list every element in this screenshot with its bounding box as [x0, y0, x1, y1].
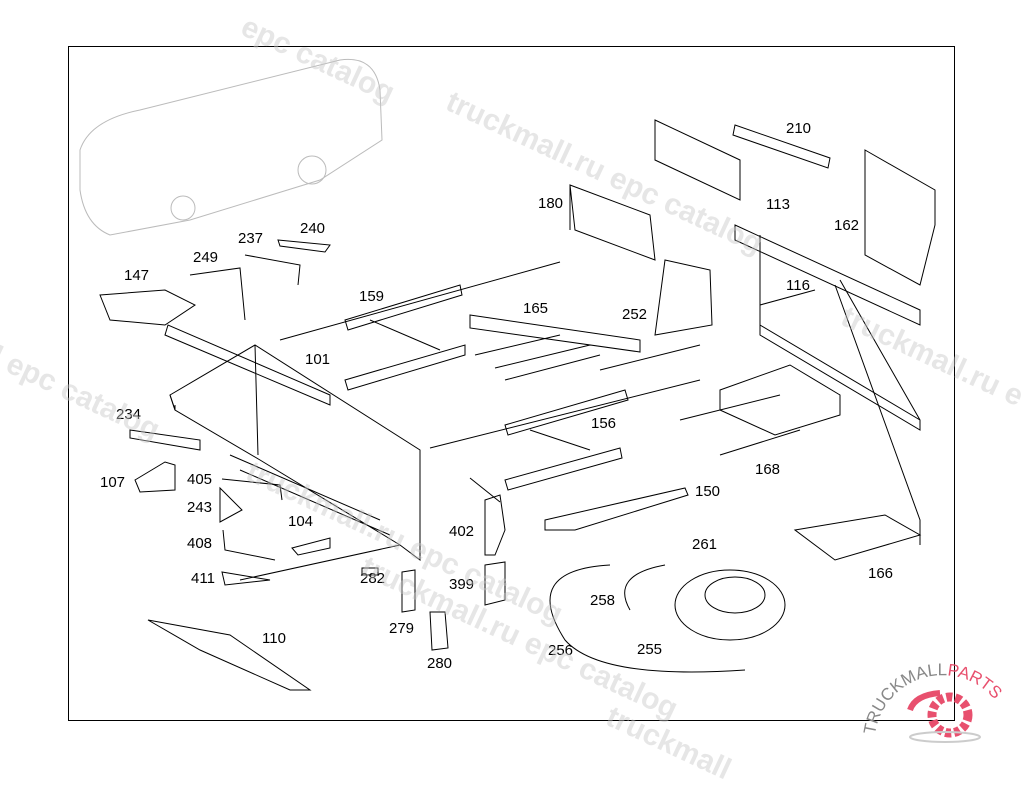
part-label-147[interactable]: 147: [124, 267, 150, 284]
part-240: [277, 239, 331, 253]
part-234: [129, 429, 201, 451]
part-label-399[interactable]: 399: [449, 576, 475, 593]
part-label-408[interactable]: 408: [187, 535, 213, 552]
strap-258: [624, 564, 666, 611]
diagram-frame: [68, 46, 955, 721]
part-label-280[interactable]: 280: [427, 655, 453, 672]
part-label-411[interactable]: 411: [191, 570, 215, 587]
part-label-156[interactable]: 156: [591, 415, 617, 432]
part-label-113[interactable]: 113: [766, 196, 790, 213]
part-166: [793, 514, 922, 561]
part-label-168[interactable]: 168: [755, 461, 781, 478]
part-label-210[interactable]: 210: [786, 120, 812, 137]
part-label-234[interactable]: 234: [116, 406, 142, 423]
part-150: [544, 487, 689, 531]
frame-assembly-101: [164, 324, 421, 561]
part-107: [134, 461, 176, 493]
crossmember-165: [469, 314, 641, 381]
part-label-282[interactable]: 282: [360, 570, 386, 587]
crossmember-156: [504, 389, 629, 491]
parts-drawing: [79, 58, 936, 691]
part-label-240[interactable]: 240: [300, 220, 326, 237]
part-168: [599, 344, 841, 456]
part-110: [147, 619, 312, 691]
part-243: [219, 486, 243, 523]
part-210: [732, 124, 831, 169]
part-label-150[interactable]: 150: [695, 483, 721, 500]
part-237: [244, 254, 301, 286]
part-label-101[interactable]: 101: [305, 351, 331, 368]
truckmallparts-logo: TRUCKMALLPARTS: [860, 660, 1006, 743]
part-280: [429, 611, 449, 651]
part-279: [401, 569, 416, 613]
part-label-243[interactable]: 243: [187, 499, 213, 516]
part-label-180[interactable]: 180: [538, 195, 564, 212]
part-282: [361, 567, 379, 576]
part-label-166[interactable]: 166: [868, 565, 894, 582]
part-label-116[interactable]: 116: [786, 277, 810, 294]
part-label-107[interactable]: 107: [100, 474, 126, 491]
part-label-104[interactable]: 104: [288, 513, 314, 530]
part-label-237[interactable]: 237: [238, 230, 264, 247]
crossmember-159: [344, 284, 466, 391]
part-label-405[interactable]: 405: [187, 471, 213, 488]
part-408: [222, 529, 276, 561]
spare-wheel: [674, 569, 786, 641]
part-label-279[interactable]: 279: [389, 620, 415, 637]
part-label-261[interactable]: 261: [692, 536, 718, 553]
frame-assembly-113: [654, 119, 921, 431]
part-411: [221, 571, 271, 586]
leader-lines: [239, 261, 921, 581]
part-label-256[interactable]: 256: [548, 642, 574, 659]
part-label-162[interactable]: 162: [834, 217, 860, 234]
part-399: [484, 561, 506, 606]
bus-outline: [79, 58, 383, 236]
part-180: [569, 184, 656, 261]
part-147: [99, 289, 196, 326]
part-252: [654, 259, 713, 336]
part-label-249[interactable]: 249: [193, 249, 219, 266]
part-104: [291, 537, 331, 556]
part-label-258[interactable]: 258: [590, 592, 616, 609]
part-405: [221, 478, 283, 501]
part-label-402[interactable]: 402: [449, 523, 475, 540]
part-402: [484, 494, 506, 556]
part-label-159[interactable]: 159: [359, 288, 385, 305]
part-label-165[interactable]: 165: [523, 300, 549, 317]
strap-256: [549, 564, 746, 673]
part-162: [864, 149, 936, 286]
part-label-252[interactable]: 252: [622, 306, 648, 323]
part-label-255[interactable]: 255: [637, 641, 663, 658]
part-249: [189, 267, 246, 321]
part-label-110[interactable]: 110: [262, 630, 286, 647]
